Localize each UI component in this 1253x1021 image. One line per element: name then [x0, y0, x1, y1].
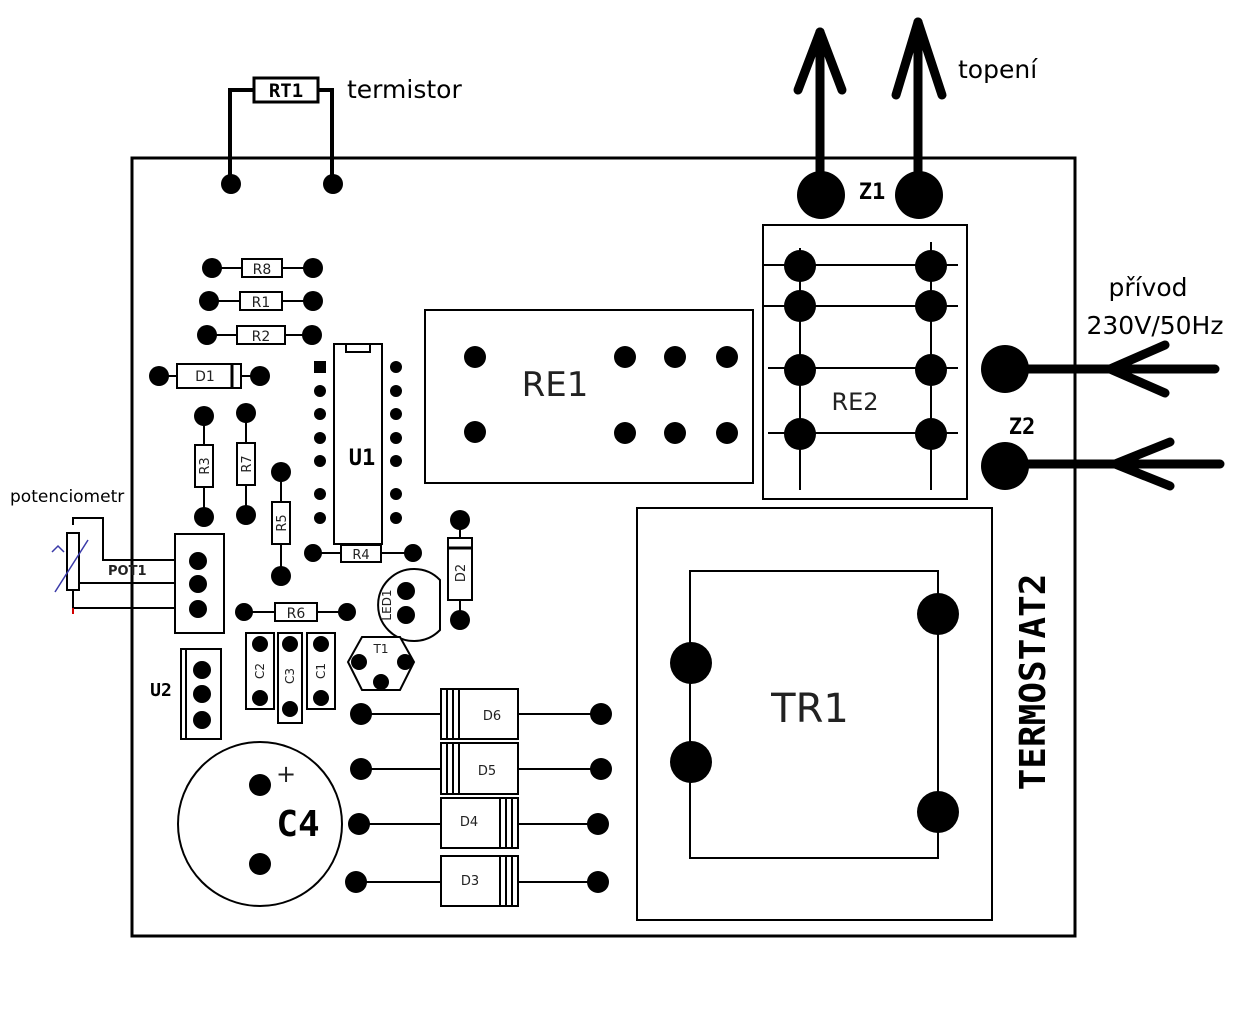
connector-pot1: POT1 [108, 533, 225, 634]
resistor-r2: R2 [197, 325, 322, 345]
diode-d5: D5 [350, 742, 612, 795]
z1-label: Z1 [859, 180, 886, 205]
potentiometer-symbol [51, 517, 191, 614]
transformer-tr1: TR1 [636, 507, 993, 921]
c2-label: C2 [253, 663, 267, 679]
potenciometr-label: potenciometr [10, 487, 124, 507]
terminal-pad [981, 442, 1029, 490]
transistor-t1: T1 [346, 636, 416, 691]
resistor-r1: R1 [199, 291, 323, 311]
diode-d4: D4 [348, 797, 609, 849]
c3-label: C3 [283, 668, 297, 684]
voltage-label: 230V/50Hz [1087, 311, 1224, 340]
d4-label: D4 [460, 815, 478, 830]
r7-label: R7 [240, 455, 255, 472]
capacitor-c1: C1 [306, 632, 336, 710]
tr1-label: TR1 [770, 686, 849, 732]
rt1-label: RT1 [269, 80, 303, 102]
c4-plus: + [276, 760, 296, 788]
d5-label: D5 [478, 764, 496, 779]
r1-label: R1 [252, 295, 271, 311]
terminal-pad [981, 345, 1029, 393]
d6-label: D6 [483, 709, 501, 724]
termistor-label: termistor [347, 75, 462, 104]
diode-d3: D3 [345, 855, 609, 907]
d2-label: D2 [454, 564, 469, 582]
diode-d6: D6 [350, 688, 612, 740]
led1-label: LED1 [380, 589, 394, 620]
ic-u1: U1 [314, 343, 402, 545]
resistor-r8: R8 [202, 258, 323, 278]
d3-label: D3 [461, 874, 479, 889]
board-name-label: TERMOSTAT2 [1013, 574, 1054, 791]
resistor-r5: R5 [271, 462, 291, 586]
resistor-r4: R4 [304, 544, 422, 563]
capacitor-c3: C3 [277, 632, 303, 724]
resistor-r6: R6 [235, 602, 356, 622]
topeni-label: topení [958, 55, 1038, 84]
r5-label: R5 [275, 514, 290, 531]
resistor-r7: R7 [236, 403, 256, 525]
t1-label: T1 [373, 642, 389, 656]
power-input-arrows [1000, 340, 1225, 491]
resistor-r3: R3 [194, 406, 214, 527]
thermistor-rt1: RT1 [221, 76, 343, 194]
re1-label: RE1 [522, 365, 589, 405]
relay-re1: RE1 [424, 309, 754, 484]
r2-label: R2 [252, 329, 271, 345]
regulator-u2: U2 [150, 648, 222, 740]
z2-label: Z2 [1009, 415, 1036, 440]
c4-label: C4 [276, 804, 319, 845]
led-led1: LED1 [377, 568, 441, 642]
pcb-board-outline [130, 156, 1077, 938]
r3-label: R3 [198, 457, 213, 474]
heating-output-arrows [793, 17, 947, 198]
capacitor-c2: C2 [245, 632, 275, 710]
r4-label: R4 [352, 548, 369, 563]
diode-d2: D2 [447, 510, 473, 630]
privod-label: přívod [1108, 273, 1187, 302]
u1-label: U1 [349, 446, 376, 471]
relay-re2: RE2 [762, 224, 968, 500]
r8-label: R8 [253, 262, 272, 278]
re2-label: RE2 [831, 388, 878, 416]
diode-d1: D1 [149, 363, 270, 389]
terminal-z1: Z1 [797, 171, 943, 219]
pot1-label: POT1 [108, 564, 147, 579]
d1-label: D1 [195, 369, 215, 385]
capacitor-c4: + C4 [177, 741, 343, 907]
c1-label: C1 [314, 663, 328, 679]
u2-label: U2 [150, 680, 172, 701]
r6-label: R6 [287, 606, 306, 622]
